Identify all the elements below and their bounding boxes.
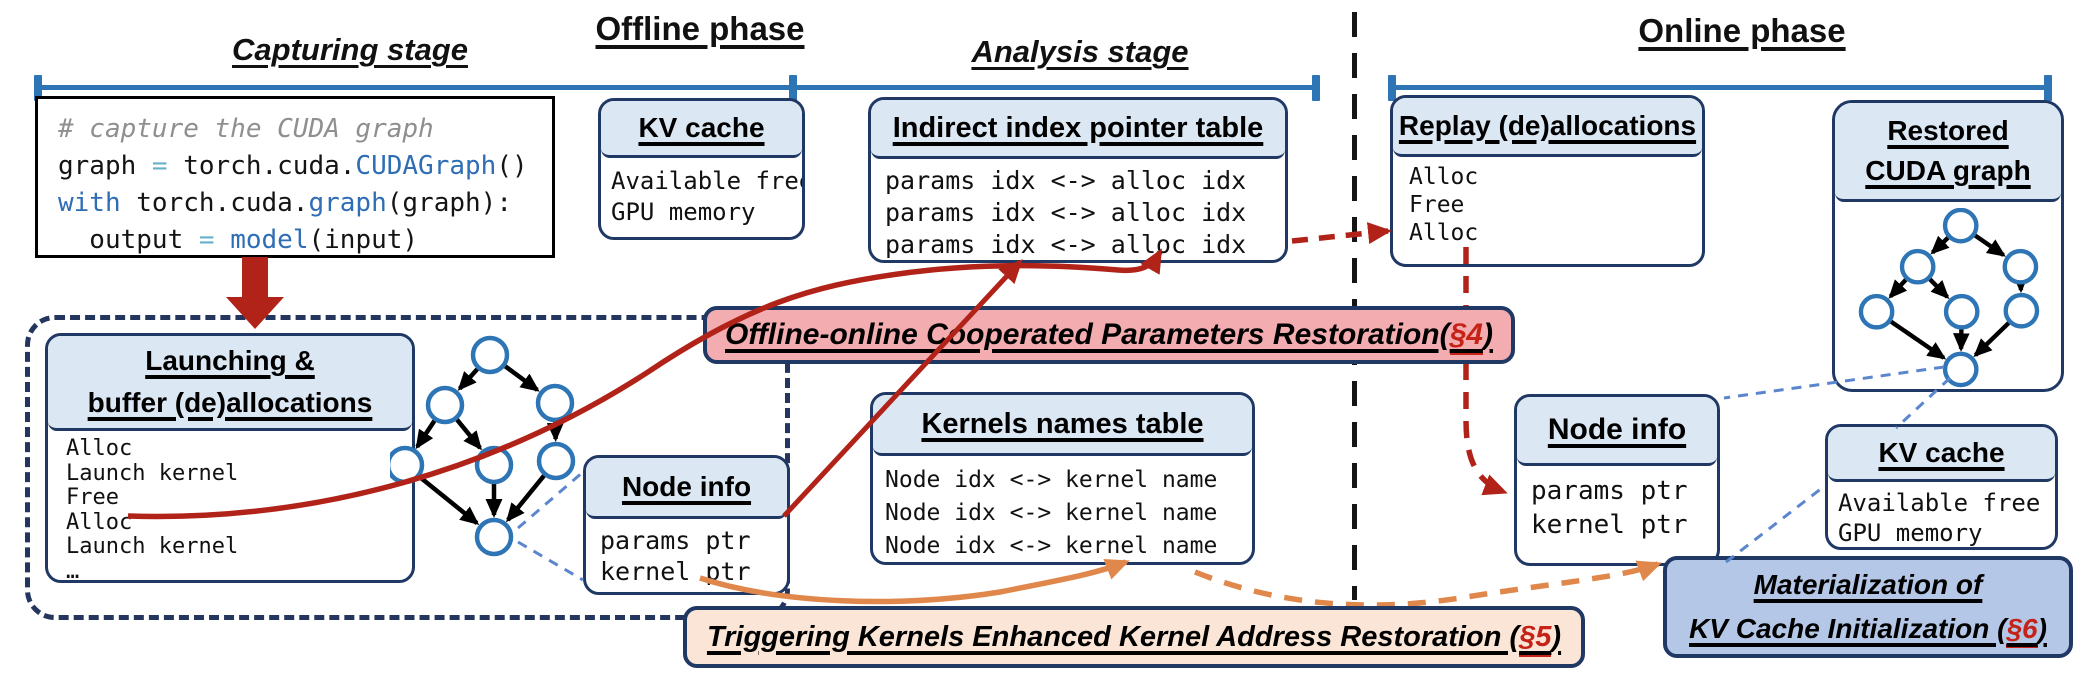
kv-cache-online-title: KV cache <box>1878 437 2005 468</box>
offline-timeline <box>38 85 1318 90</box>
alloc-op-row: … <box>1409 248 1423 267</box>
code-line: output = model(input) <box>58 225 419 255</box>
kernel-address-restoration-banner: Triggering Kernels Enhanced Kernel Addre… <box>683 606 1585 668</box>
timeline-tick <box>1312 75 1320 101</box>
graph-node <box>1899 248 1936 285</box>
alloc-op-row: Alloc <box>66 436 133 461</box>
pointer-row: params ptr <box>600 526 751 555</box>
mapping-row: params idx <-> alloc idx <box>885 166 1247 195</box>
graph-edge <box>1930 235 1950 255</box>
code-line: with torch.cuda.graph(graph): <box>58 188 512 218</box>
alloc-op-row: Alloc <box>1409 220 1479 246</box>
section-4-ref: §4 <box>1449 318 1483 355</box>
materialization-line1: Materialization of <box>1753 569 1983 600</box>
kv-cache-line: Available free <box>611 167 805 195</box>
materialization-suffix: ) <box>2037 613 2047 644</box>
parameters-restoration-banner: Offline-online Cooperated Parameters Res… <box>703 306 1515 364</box>
alloc-op-row: Free <box>66 485 119 510</box>
mapping-row: params idx <-> alloc idx <box>885 198 1247 227</box>
restored-cuda-graph <box>1858 208 2040 388</box>
alloc-op-row: Alloc <box>1409 164 1479 190</box>
alloc-op-row: Alloc <box>66 509 133 535</box>
code-line: # capture the CUDA graph <box>58 114 434 144</box>
online-timeline <box>1392 85 2050 90</box>
section-6-ref: §6 <box>2006 613 2038 648</box>
mapping-row: Node idx <-> kernel name <box>885 533 1218 559</box>
alloc-op-row: Launch kernel <box>66 534 239 559</box>
timeline-tick <box>2044 75 2052 101</box>
indirect-table-title: Indirect index pointer table <box>892 111 1264 144</box>
replay-title: Replay (de)allocations <box>1398 110 1697 141</box>
node-info-right-box: Node info params ptr kernel ptr <box>1514 394 1720 566</box>
restored-graph-title-line2: CUDA graph <box>1865 155 2031 186</box>
materialization-line2: KV Cache Initialization ( <box>1689 613 2007 644</box>
graph-node <box>1942 208 1979 244</box>
arrow-replay-to-nodeinfo <box>1463 247 1508 496</box>
indirect-index-pointer-table: Indirect index pointer table params idx … <box>868 97 1288 263</box>
graph-edge <box>1888 278 1908 299</box>
node-info-right-rows: params ptr kernel ptr <box>1517 466 1717 550</box>
node-info-right-title: Node info <box>1547 413 1687 446</box>
code-line: graph = torch.cuda.CUDAGraph() <box>58 151 528 181</box>
graph-edge <box>1973 233 2006 257</box>
section-5-ref: §5 <box>1519 620 1552 657</box>
restored-cuda-graph-box: Restored CUDA graph <box>1832 100 2064 392</box>
arrow-kernelname-to-nodeinfo-dashed <box>1193 560 1662 608</box>
graph-node <box>474 517 514 557</box>
pointer-row: kernel ptr <box>1531 510 1688 540</box>
restoration-banner-suffix: ) <box>1482 318 1493 351</box>
kv-cache-line: Available free <box>1838 489 2041 517</box>
alloc-op-row: Free <box>1409 192 1465 218</box>
offline-phase-label: Offline phase <box>595 10 805 47</box>
kv-cache-offline-title: KV cache <box>638 112 765 143</box>
alloc-op-row: … <box>66 558 80 583</box>
cuda-capture-code-block: # capture the CUDA graph graph = torch.cu… <box>35 96 555 258</box>
graph-node <box>2002 248 2039 285</box>
graph-edge <box>1928 277 1950 300</box>
timeline-tick <box>789 75 797 101</box>
graph-node <box>1858 293 1895 330</box>
kv-cache-materialization-banner: Materialization of KV Cache Initializati… <box>1663 556 2073 658</box>
capturing-stage-label: Capturing stage <box>232 32 468 67</box>
timeline-tick <box>34 75 42 101</box>
pointer-row: params ptr <box>1531 476 1688 506</box>
triggering-banner-text: Triggering Kernels Enhanced Kernel Addre… <box>706 620 1520 653</box>
graph-edge <box>1973 321 2011 358</box>
restoration-banner-text: Offline-online Cooperated Parameters Res… <box>725 318 1450 351</box>
analysis-stage-label: Analysis stage <box>971 34 1189 69</box>
graph-node <box>1943 293 1980 330</box>
kv-cache-line: GPU memory <box>611 198 756 226</box>
graph-edge <box>1889 319 1947 360</box>
timeline-tick <box>1388 75 1396 101</box>
restored-graph-title-line1: Restored <box>1887 115 2009 146</box>
graph-node <box>1942 351 1979 388</box>
kv-cache-line: GPU memory <box>1838 519 1983 547</box>
graph-node <box>2003 292 2040 329</box>
online-phase-label: Online phase <box>1638 12 1846 49</box>
triggering-banner-suffix: ) <box>1551 620 1562 653</box>
